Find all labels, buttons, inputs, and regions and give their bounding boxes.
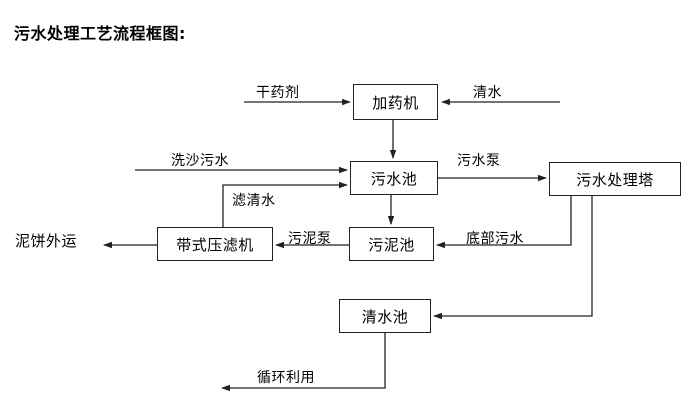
node-sludge-pool[interactable]: 污泥池 — [349, 227, 434, 261]
edge-label-filtered-clear-water: 滤清水 — [232, 193, 276, 209]
edge-tower-to-clean-water-pool — [433, 196, 593, 320]
node-label: 带式压滤机 — [176, 235, 254, 254]
terminal-label-mud-cake-transport: 泥饼外运 — [15, 232, 78, 250]
edge-label-sewage-pump: 污水泵 — [457, 153, 501, 169]
node-label: 污水池 — [370, 169, 418, 188]
edge-label-sand-wash-sewage: 洗沙污水 — [171, 153, 229, 169]
node-label: 加药机 — [372, 93, 419, 112]
node-label: 清水池 — [361, 307, 409, 326]
edge-label-sludge-pump: 污泥泵 — [288, 231, 332, 247]
edge-label-dry-reagent: 干药剂 — [256, 85, 300, 101]
edge-label-bottom-sewage: 底部污水 — [466, 231, 524, 247]
edge-label-clean-water-inlet: 清水 — [473, 85, 502, 101]
node-sewage-treatment-tower[interactable]: 污水处理塔 — [549, 162, 681, 196]
node-label: 污泥池 — [368, 235, 415, 254]
node-dosing-machine[interactable]: 加药机 — [353, 84, 438, 120]
edge-clean-water-pool-to-recycle — [221, 333, 386, 392]
node-sewage-pool[interactable]: 污水池 — [350, 161, 438, 195]
node-clean-water-pool[interactable]: 清水池 — [339, 299, 431, 333]
edge-label-recycle-use: 循环利用 — [257, 370, 315, 386]
node-belt-filter-press[interactable]: 带式压滤机 — [157, 227, 273, 261]
edge-tower-to-sludge-pool — [436, 196, 572, 249]
page-title: 污水处理工艺流程框图: — [14, 24, 186, 43]
edge-filtered-water-to-sewage-pool — [222, 181, 348, 227]
node-label: 污水处理塔 — [576, 170, 654, 189]
